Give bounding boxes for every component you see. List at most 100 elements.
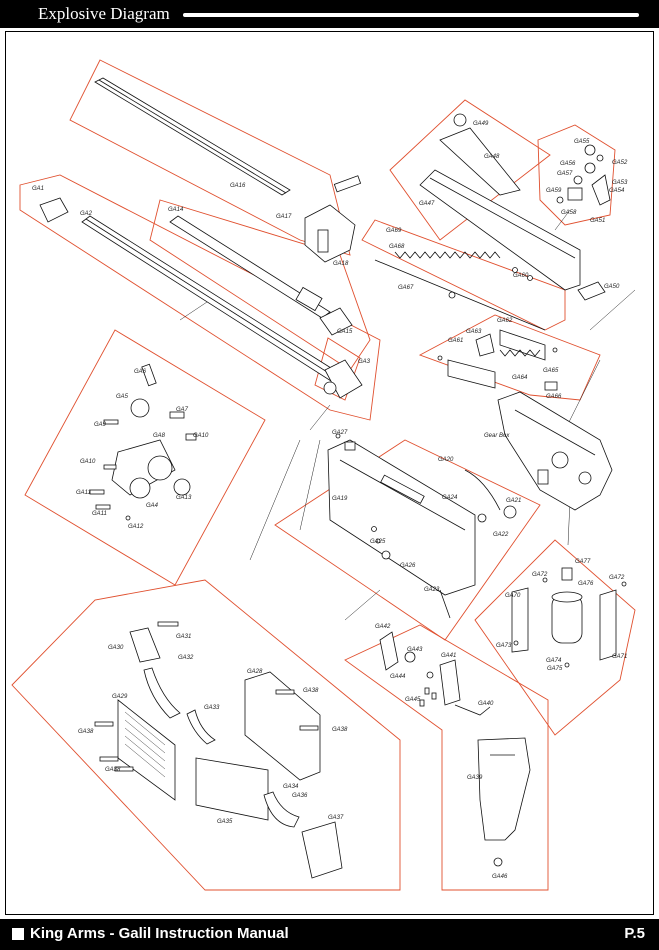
label-GA10-right: GA10 xyxy=(193,433,209,439)
label-GA52: GA52 xyxy=(612,160,628,166)
label-GA20: GA20 xyxy=(438,457,454,463)
label-GA12: GA12 xyxy=(128,524,144,530)
label-GA76: GA76 xyxy=(578,581,594,587)
inner-barrel-part xyxy=(169,215,353,336)
barrel-part xyxy=(94,77,291,196)
label-GA6: GA6 xyxy=(134,369,147,375)
label-GA38-b: GA38 xyxy=(332,727,348,733)
diagram-frame xyxy=(5,31,654,915)
label-GA9: GA9 xyxy=(94,422,107,428)
label-GA29: GA29 xyxy=(112,694,128,700)
page-title: Explosive Diagram xyxy=(38,4,170,23)
label-GA54: GA54 xyxy=(609,188,625,194)
label-GA11-top: GA11 xyxy=(76,490,91,496)
label-GA66: GA66 xyxy=(546,394,562,400)
label-GA31: GA31 xyxy=(176,634,191,640)
label-GA71: GA71 xyxy=(612,654,627,660)
label-GA17: GA17 xyxy=(276,214,292,220)
label-GA30: GA30 xyxy=(108,645,124,651)
label-GA19: GA19 xyxy=(332,496,348,502)
label-GA11-bottom: GA11 xyxy=(92,511,107,517)
label-GA46: GA46 xyxy=(492,874,508,880)
motor-part xyxy=(511,567,627,668)
label-GA64: GA64 xyxy=(512,375,528,381)
label-GA25: GA25 xyxy=(370,539,386,545)
label-GA48: GA48 xyxy=(484,154,500,160)
label-GA33: GA33 xyxy=(204,705,220,711)
label-GA69: GA69 xyxy=(386,228,402,234)
label-GA15: GA15 xyxy=(337,329,353,335)
label-GA74: GA74 xyxy=(546,658,562,664)
label-GA44: GA44 xyxy=(390,674,406,680)
footer-square-icon xyxy=(12,928,24,940)
label-GA39: GA39 xyxy=(467,775,483,781)
label-GA61: GA61 xyxy=(448,338,463,344)
rear-sight-part xyxy=(556,144,611,206)
header-bar: Explosive Diagram xyxy=(0,0,659,28)
label-GA3: GA3 xyxy=(358,359,371,365)
label-GA10-left: GA10 xyxy=(80,459,96,465)
label-GA75: GA75 xyxy=(547,666,563,672)
label-GA68: GA68 xyxy=(389,244,405,250)
label-GA63: GA63 xyxy=(466,329,482,335)
label-GA37: GA37 xyxy=(328,815,344,821)
label-GA65: GA65 xyxy=(543,368,559,374)
footer-bar: King Arms - Galil Instruction Manual P.5 xyxy=(0,919,659,950)
label-GA60: GA60 xyxy=(513,273,529,279)
label-GA32: GA32 xyxy=(178,655,194,661)
label-GA62: GA62 xyxy=(497,318,513,324)
label-GA56: GA56 xyxy=(560,161,576,167)
spring-guide-part xyxy=(374,251,546,331)
outline-grip xyxy=(344,624,549,891)
outline-gas-block xyxy=(24,329,266,586)
label-GA13: GA13 xyxy=(176,495,192,501)
grip-part xyxy=(379,631,531,867)
label-GA26: GA26 xyxy=(400,563,416,569)
label-GA23: GA23 xyxy=(424,587,440,593)
label-GA72-left: GA72 xyxy=(532,572,548,578)
label-GA35: GA35 xyxy=(217,819,233,825)
gas-block-part xyxy=(89,363,197,521)
label-GA57: GA57 xyxy=(557,171,573,177)
label-gear-box: Gear Box xyxy=(484,433,510,439)
gearbox-part xyxy=(497,391,613,511)
label-GA67: GA67 xyxy=(398,285,414,291)
leader-lines xyxy=(179,209,636,621)
label-GA59: GA59 xyxy=(546,188,562,194)
outline-outer-barrel xyxy=(19,174,381,421)
label-GA38-c: GA38 xyxy=(78,729,94,735)
label-GA41: GA41 xyxy=(441,653,456,659)
label-GA22: GA22 xyxy=(493,532,509,538)
label-GA14: GA14 xyxy=(168,207,184,213)
label-GA45: GA45 xyxy=(405,697,421,703)
outer-barrel-part xyxy=(39,197,363,399)
label-GA7: GA7 xyxy=(176,407,189,413)
label-GA42: GA42 xyxy=(375,624,391,630)
part-labels: GA1 GA2 GA3 GA4 GA5 GA6 GA7 GA8 GA9 GA10… xyxy=(32,121,628,880)
label-GA73: GA73 xyxy=(496,643,512,649)
front-sight-part xyxy=(304,175,362,263)
outline-stock xyxy=(11,579,401,891)
label-GA18: GA18 xyxy=(333,261,349,267)
label-GA50: GA50 xyxy=(604,284,620,290)
label-GA2: GA2 xyxy=(80,211,93,217)
group-outlines xyxy=(11,59,636,891)
label-GA5: GA5 xyxy=(116,394,129,400)
label-GA4: GA4 xyxy=(146,503,159,509)
label-GA36: GA36 xyxy=(292,793,308,799)
charging-handle-part xyxy=(437,329,558,391)
outline-receiver-cover xyxy=(389,99,551,241)
label-GA58: GA58 xyxy=(561,210,577,216)
label-GA38-a: GA38 xyxy=(303,688,319,694)
label-GA8: GA8 xyxy=(153,433,166,439)
label-GA43: GA43 xyxy=(407,647,423,653)
label-GA28: GA28 xyxy=(247,669,263,675)
label-GA1: GA1 xyxy=(32,186,44,192)
lower-receiver-part xyxy=(327,433,517,619)
page-number: P.5 xyxy=(624,925,645,942)
label-GA24: GA24 xyxy=(442,495,458,501)
footer-title: King Arms - Galil Instruction Manual xyxy=(30,925,289,942)
label-GA49: GA49 xyxy=(473,121,489,127)
outline-motor xyxy=(474,539,636,736)
